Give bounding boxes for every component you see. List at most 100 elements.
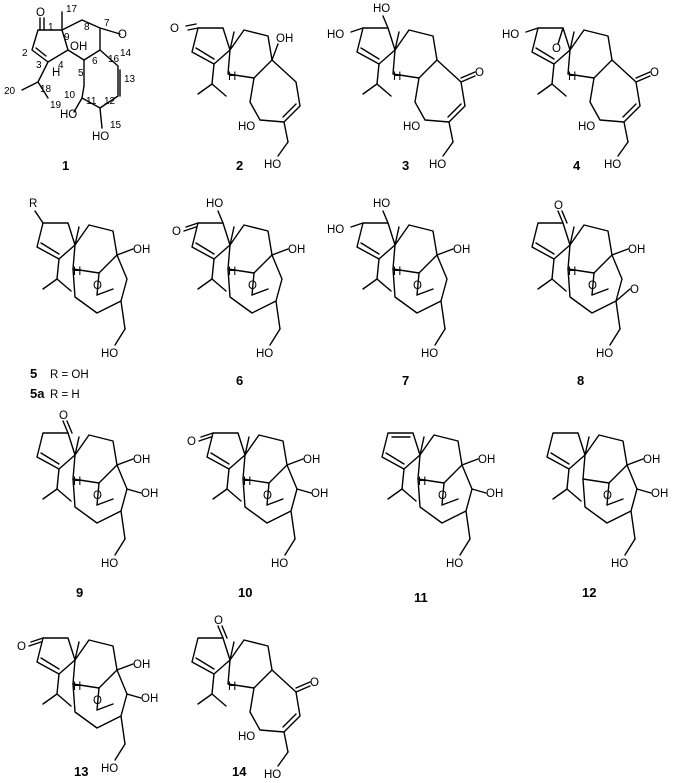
- hydroxyl-label: OH: [141, 693, 158, 705]
- atom-number: 19: [50, 100, 62, 111]
- hydroxyl-label: HO: [429, 159, 446, 171]
- hydrogen-label: H: [568, 266, 576, 278]
- hydroxyl-label: HO: [238, 121, 255, 133]
- epoxide-oxygen-label: O: [630, 284, 639, 296]
- hydroxyl-label: HO: [578, 121, 595, 133]
- atom-number: 20: [4, 86, 16, 97]
- ether-oxygen-label: O: [438, 490, 447, 502]
- carbonyl-oxygen-label: O: [214, 615, 223, 627]
- hydrogen-label: H: [73, 266, 81, 278]
- carbonyl-oxygen-label: O: [172, 226, 181, 238]
- hydroxyl-label: HO: [373, 3, 390, 15]
- hydrogen-label: H: [243, 476, 251, 488]
- structure-8: O OH H O O HO: [531, 200, 645, 360]
- hydrogen-label: H: [393, 71, 401, 83]
- compound-label: 13: [74, 764, 88, 779]
- atom-number: 18: [40, 84, 52, 95]
- hydroxyl-label: HO: [101, 763, 118, 775]
- hydroxyl-label: HO: [604, 159, 621, 171]
- compound-label: 2: [236, 158, 243, 173]
- structure-9: O OH OH H O HO: [36, 410, 158, 570]
- atom-number: 8: [84, 22, 90, 33]
- hydroxyl-label: HO: [92, 131, 109, 143]
- carbonyl-oxygen-label: O: [554, 200, 563, 212]
- hydroxyl-label: HO: [206, 198, 223, 210]
- hydroxyl-label: OH: [311, 488, 328, 500]
- r-group-label: R: [29, 198, 37, 210]
- atom-number: 1: [48, 22, 54, 33]
- hydroxyl-label: HO: [403, 121, 420, 133]
- hydroxyl-label: HO: [60, 109, 77, 121]
- hydroxyl-label: HO: [264, 159, 281, 171]
- ether-oxygen-label: O: [93, 490, 102, 502]
- compound-label: 1: [62, 158, 69, 173]
- carbonyl-oxygen-label: O: [59, 410, 68, 422]
- hydroxyl-label: HO: [596, 348, 613, 360]
- r-group-definition: R = H: [50, 389, 80, 401]
- atom-number: 12: [104, 96, 116, 107]
- hydrogen-label: H: [52, 67, 60, 79]
- structure-14: O O H HO HO: [191, 615, 319, 781]
- carbonyl-oxygen-label: O: [36, 7, 45, 19]
- atom-number: 16: [108, 54, 120, 65]
- compound-label: 6: [236, 373, 243, 388]
- hydrogen-label: H: [73, 681, 81, 693]
- hydroxyl-label: HO: [271, 558, 288, 570]
- hydroxyl-label: OH: [643, 454, 660, 466]
- hydroxyl-label: OH: [133, 454, 150, 466]
- r-group-definition: R = OH: [50, 369, 89, 381]
- atom-number: 13: [124, 74, 136, 85]
- ether-oxygen-label: O: [93, 695, 102, 707]
- hydrogen-label: H: [418, 476, 426, 488]
- carbonyl-oxygen-label: O: [310, 677, 319, 689]
- hydroxyl-label: HO: [327, 29, 344, 41]
- ether-oxygen-label: O: [263, 490, 272, 502]
- compound-label: 14: [232, 764, 247, 779]
- compound-label: 11: [414, 590, 428, 605]
- structure-12: OH OH O HO: [546, 432, 668, 570]
- compound-label: 7: [402, 373, 409, 388]
- ether-oxygen-label: O: [93, 280, 102, 292]
- hydroxyl-label: OH: [133, 659, 150, 671]
- hydroxyl-label: OH: [453, 244, 470, 256]
- hydroxyl-label: OH: [303, 454, 320, 466]
- ether-oxygen-label: O: [552, 43, 561, 55]
- hydroxyl-label: OH: [70, 41, 87, 53]
- hydroxyl-label: OH: [288, 244, 305, 256]
- atom-number: 14: [120, 48, 132, 59]
- atom-number: 11: [86, 96, 97, 107]
- hydroxyl-label: HO: [101, 348, 118, 360]
- atom-number: 3: [36, 60, 42, 71]
- hydroxyl-label: HO: [264, 769, 281, 781]
- atom-number: 6: [92, 56, 98, 67]
- ether-oxygen-label: O: [413, 280, 422, 292]
- carbonyl-oxygen-label: O: [17, 641, 26, 653]
- compound-label: 8: [577, 373, 584, 388]
- compound-label: 10: [238, 585, 252, 600]
- structure-4: HO O O H HO HO: [502, 27, 659, 171]
- structure-6: HO O OH H O HO: [172, 198, 305, 360]
- hydrogen-label: H: [228, 681, 236, 693]
- hydroxyl-label: OH: [133, 244, 150, 256]
- hydroxyl-label: OH: [478, 454, 495, 466]
- hydrogen-label: H: [568, 71, 576, 83]
- carbonyl-oxygen-label: O: [475, 67, 484, 79]
- hydroxyl-label: HO: [327, 224, 344, 236]
- hydroxyl-label: HO: [373, 198, 390, 210]
- atom-number: 2: [22, 48, 28, 59]
- hydroxyl-label: OH: [141, 488, 158, 500]
- atom-number: 4: [58, 60, 64, 71]
- atom-number: 9: [64, 32, 70, 43]
- atom-number: 5: [78, 68, 84, 79]
- hydrogen-label: H: [228, 266, 236, 278]
- ether-oxygen-label: O: [588, 280, 597, 292]
- structure-1: O O OH HO HO H 1 2 3 4 5 6 7 8 9 10 11 1…: [4, 4, 136, 143]
- structure-11: OH OH H O HO: [381, 432, 503, 570]
- structure-10: O OH OH H O HO: [187, 432, 328, 570]
- ether-oxygen-label: O: [603, 490, 612, 502]
- compound-label: 5: [30, 366, 37, 381]
- ether-oxygen-label: O: [248, 280, 257, 292]
- atom-number: 15: [110, 120, 122, 131]
- carbonyl-oxygen-label: O: [170, 23, 179, 35]
